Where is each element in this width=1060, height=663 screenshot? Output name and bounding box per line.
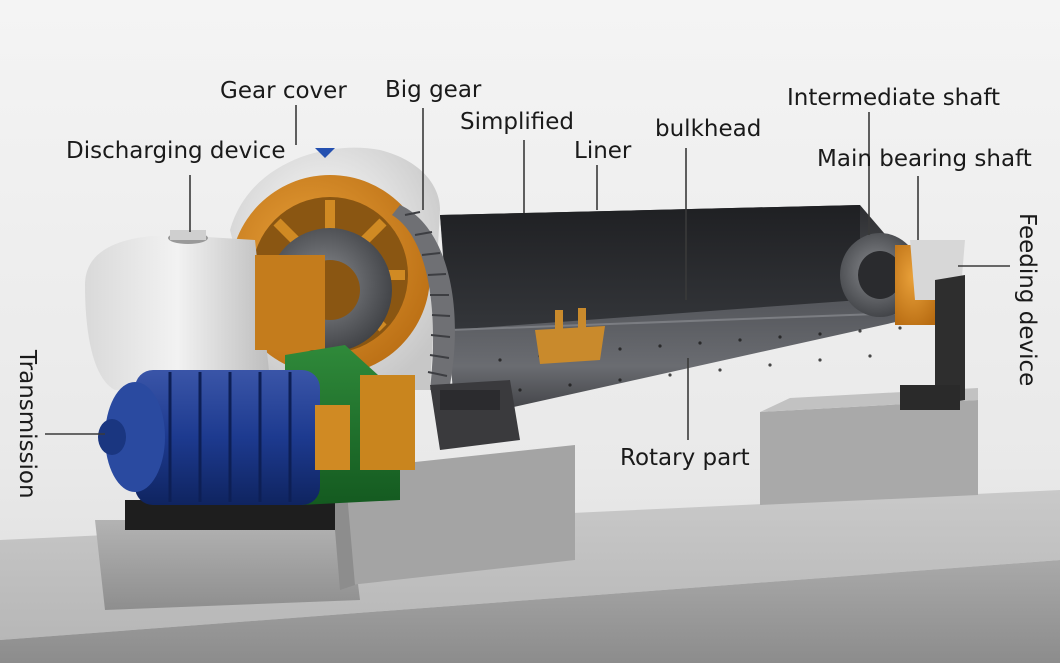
mill-drum bbox=[440, 205, 950, 420]
label-transmission: Transmission bbox=[14, 349, 40, 499]
label-big-gear: Big gear bbox=[385, 77, 482, 103]
label-feeding-device: Feeding device bbox=[1014, 213, 1040, 386]
label-gear-cover: Gear cover bbox=[220, 78, 347, 104]
label-discharging-device: Discharging device bbox=[66, 138, 285, 164]
label-bulkhead: bulkhead bbox=[655, 116, 761, 142]
label-liner: Liner bbox=[574, 138, 632, 164]
discharging-device bbox=[85, 230, 325, 390]
feeding-end bbox=[840, 233, 965, 410]
transmission-unit bbox=[98, 345, 520, 530]
label-simplified: Simplified bbox=[460, 109, 574, 135]
label-rotary-part: Rotary part bbox=[620, 445, 750, 471]
label-main-bearing-shaft: Main bearing shaft bbox=[817, 146, 1032, 172]
label-intermediate-shaft: Intermediate shaft bbox=[787, 85, 1000, 111]
leader-lines bbox=[45, 105, 1010, 440]
